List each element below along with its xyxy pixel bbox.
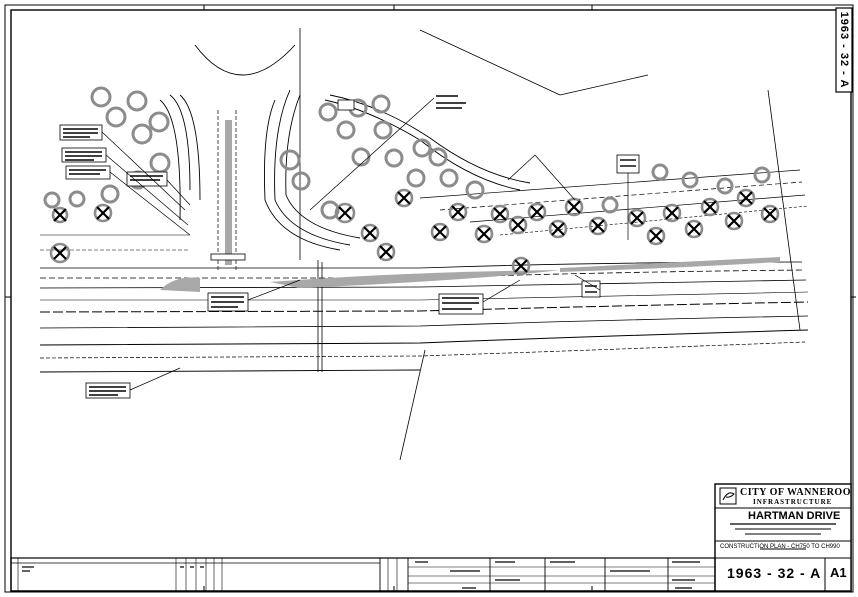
trees-retained xyxy=(43,86,771,220)
council-logo xyxy=(719,487,737,505)
title-block xyxy=(714,483,852,592)
side-drawing-number: 1963 - 32 - A xyxy=(836,8,852,92)
leader-lines xyxy=(299,28,801,461)
intersection-kerbs xyxy=(159,44,531,251)
side-number-box xyxy=(835,7,853,93)
side-drawing-number-text: 1963 - 32 - A xyxy=(838,11,850,89)
revision-strip-text-marks xyxy=(22,561,700,589)
trees-removed xyxy=(49,188,780,276)
department-name: INFRASTRUCTURE xyxy=(753,498,833,506)
drawing-number: 1963 - 32 - A xyxy=(727,565,822,581)
revision-strip xyxy=(10,557,716,592)
median-hatching xyxy=(160,120,780,292)
sheet-title: CONSTRUCTION PLAN - CH750 TO CH990 xyxy=(720,544,840,550)
callout-leaders xyxy=(101,97,629,391)
project-title: HARTMAN DRIVE xyxy=(748,510,841,522)
road-alignment xyxy=(39,110,809,373)
authority-name: CITY OF WANNEROO xyxy=(740,487,851,498)
sheet-size: A1 xyxy=(830,565,847,580)
outer-border xyxy=(4,4,854,593)
annotation-callouts xyxy=(59,99,640,399)
